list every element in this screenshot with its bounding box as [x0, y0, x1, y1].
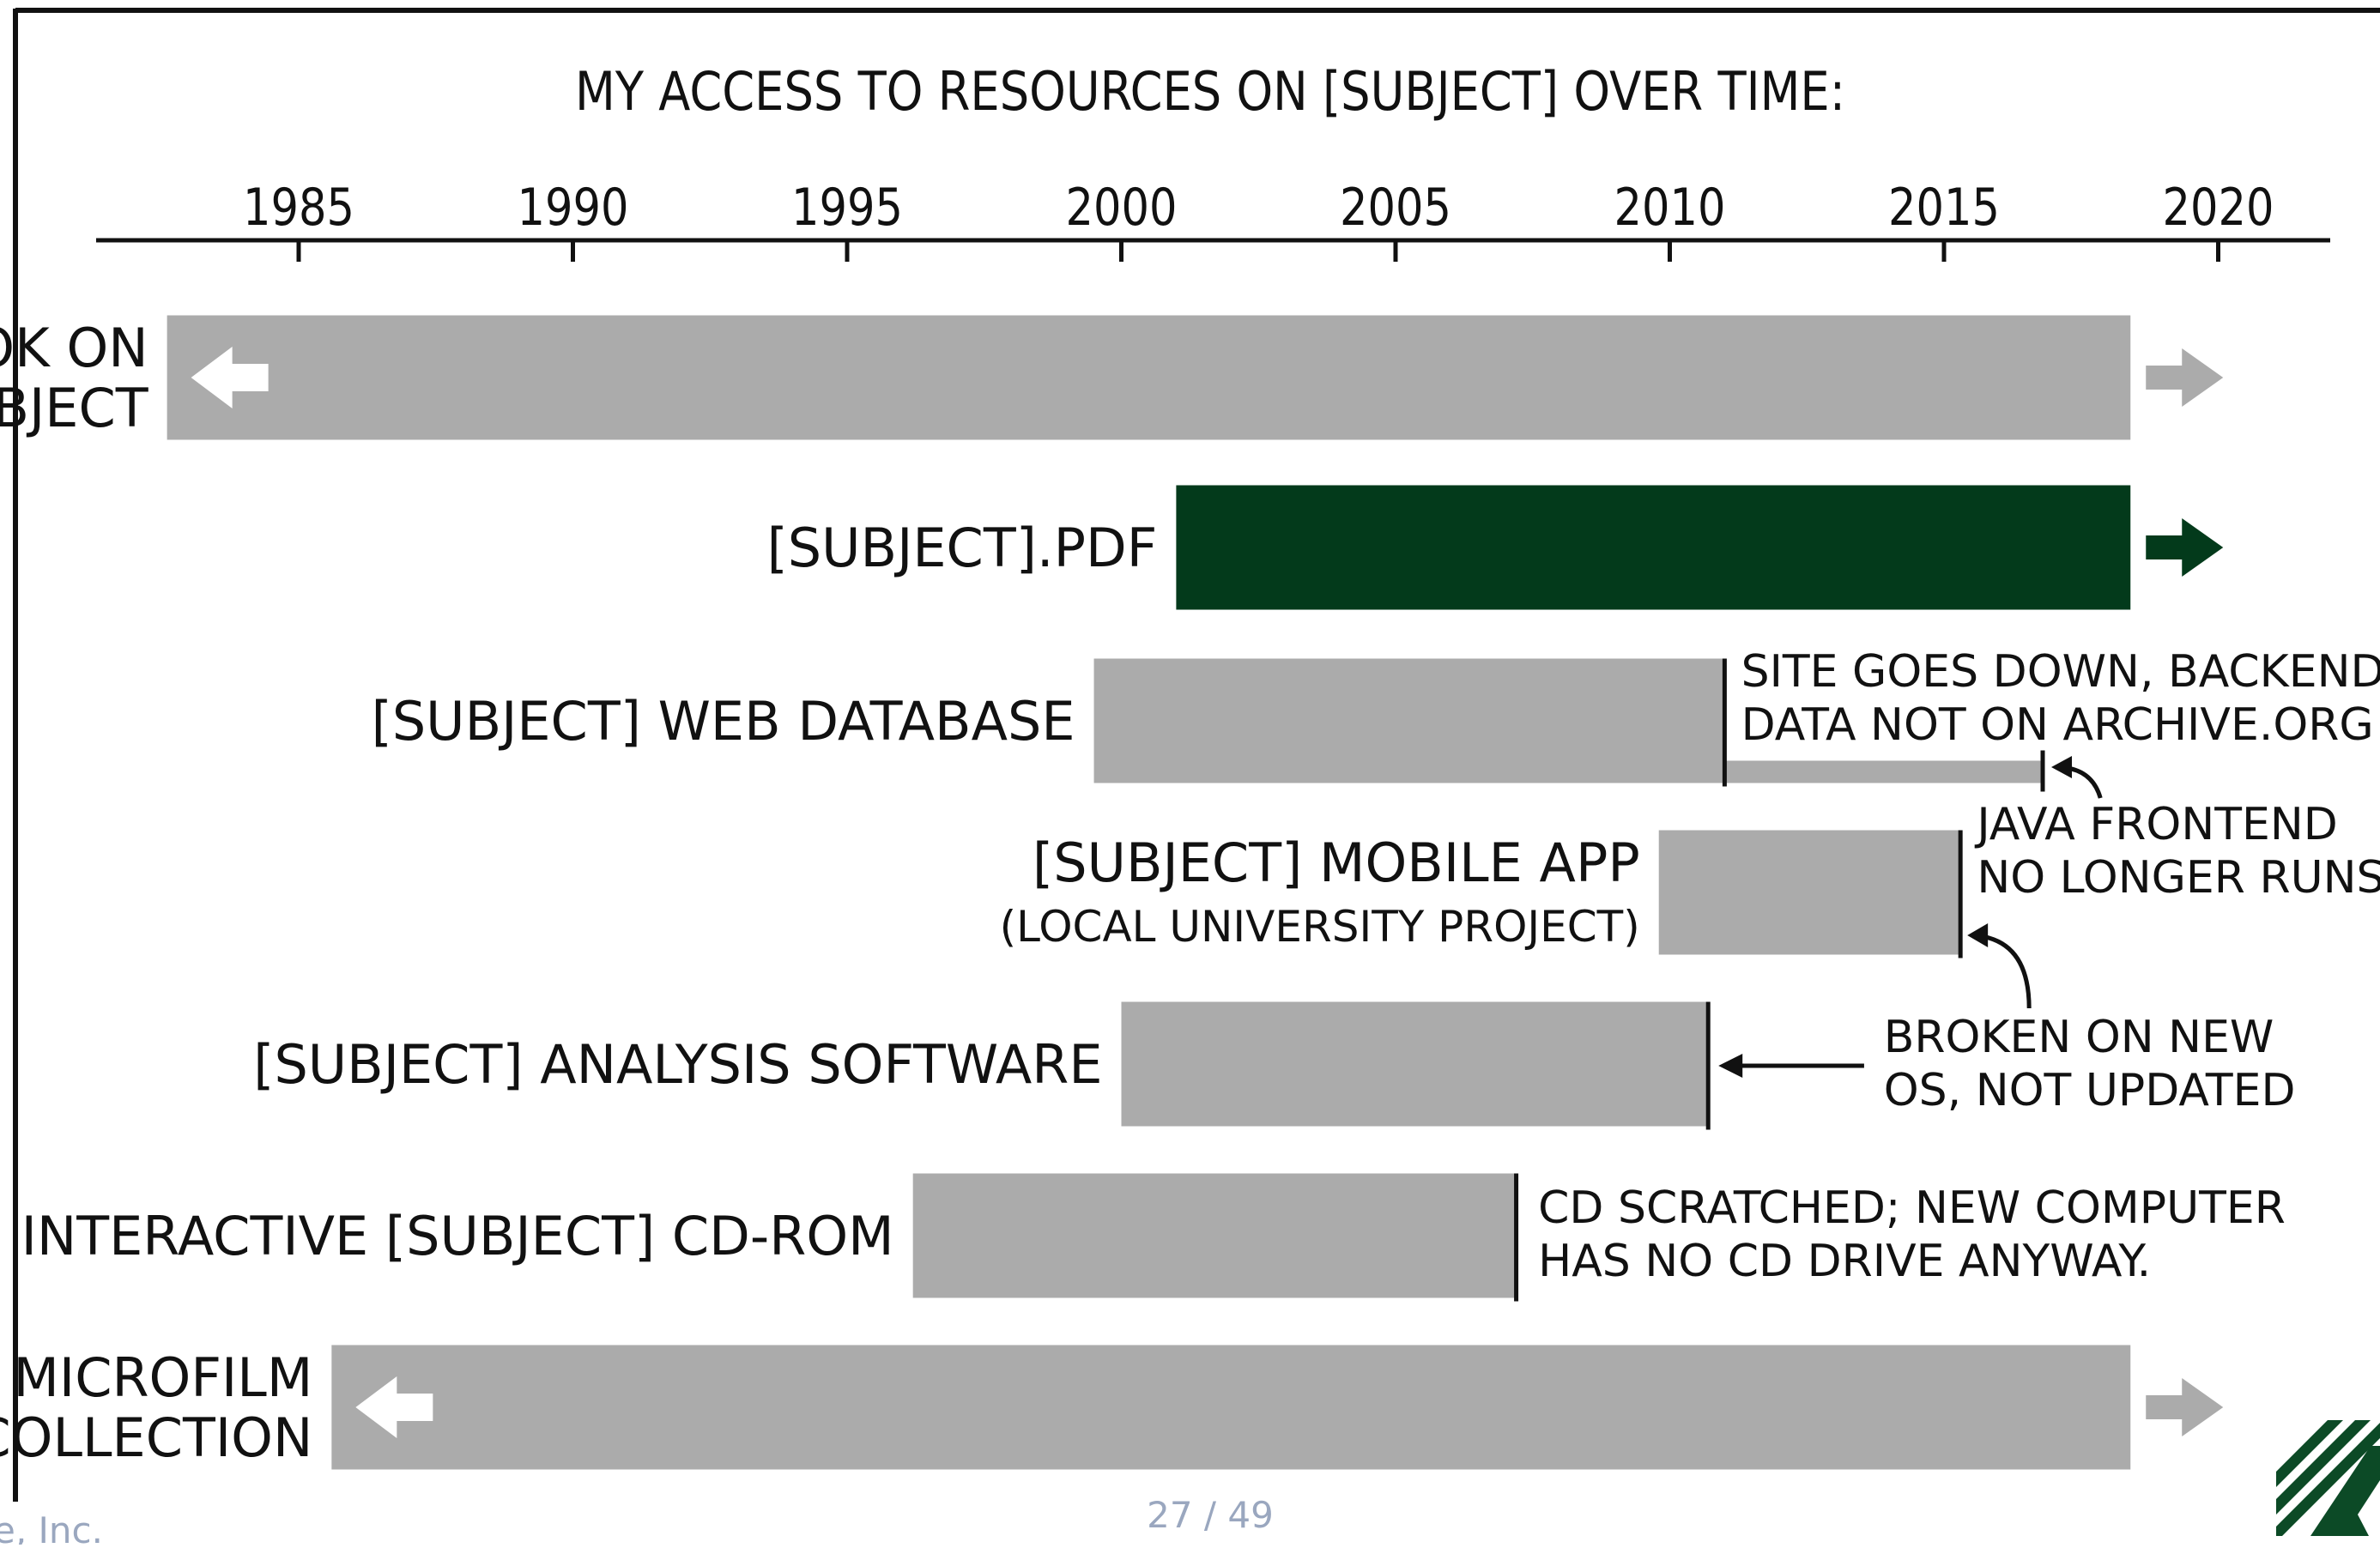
x-axis-ticks: 1985 1990 1995 2000 2005 2010 2015 2020: [243, 178, 2274, 262]
x-tick-label-2015: 2015: [1888, 178, 2000, 238]
annotation-2-line-2: NO LONGER RUNS: [1977, 852, 2380, 904]
x-tick-label-1985: 1985: [243, 178, 354, 238]
row-label-6-line-1: INTERACTIVE [SUBJECT] CD-ROM: [21, 1205, 894, 1267]
bar-row-7-left-arrow: [355, 1376, 433, 1438]
bar-row-2: [1176, 485, 2131, 610]
bar-row-7-right-arrow: [2146, 1378, 2224, 1436]
chart-title: MY ACCESS TO RESOURCES ON [SUBJECT] OVER…: [575, 60, 1845, 123]
bar-row-1: [167, 315, 2131, 440]
row-label-7-line-2: [SUBJECT] COLLECTION: [0, 1406, 312, 1469]
bar-row-1-right-arrow: [2146, 348, 2224, 407]
pointer-java-head: [2051, 756, 2073, 778]
x-tick-label-2005: 2005: [1340, 178, 1451, 238]
annotation-3-line-1: BROKEN ON NEW: [1884, 1012, 2274, 1063]
annotation-2-line-1: JAVA FRONTEND: [1974, 799, 2337, 850]
page-number: 27 / 49: [1147, 1494, 1274, 1536]
annotation-4-line-1: CD SCRATCHED; NEW COMPUTER: [1538, 1182, 2286, 1234]
x-tick-label-2020: 2020: [2163, 178, 2274, 238]
row-label-4-line-1: [SUBJECT] MOBILE APP: [1033, 831, 1640, 894]
bar-row-4: [1658, 830, 1961, 955]
corner-text: e, Inc.: [0, 1509, 103, 1545]
x-tick-label-1990: 1990: [518, 178, 629, 238]
pointer-broken-left-head: [1718, 1054, 1743, 1078]
row-label-3-line-1: [SUBJECT] WEB DATABASE: [372, 690, 1075, 753]
bar-row-1-left-arrow: [191, 347, 269, 408]
row-label-7-line-1: LIBRARY MICROFILM: [0, 1346, 312, 1409]
annotation-4-line-2: HAS NO CD DRIVE ANYWAY.: [1538, 1236, 2151, 1287]
bar-row-6: [912, 1173, 1517, 1298]
annotation-1-line-2: DATA NOT ON ARCHIVE.ORG: [1741, 699, 2374, 751]
x-tick-label-2000: 2000: [1066, 178, 1178, 238]
row-label-2-line-1: [SUBJECT].PDF: [767, 517, 1158, 579]
row-label-4-line-2: (LOCAL UNIVERSITY PROJECT): [1000, 902, 1640, 952]
row-label-5-line-1: [SUBJECT] ANALYSIS SOFTWARE: [253, 1033, 1102, 1096]
bars-layer: [167, 315, 2224, 1470]
x-tick-label-2010: 2010: [1614, 178, 1726, 238]
x-tick-label-1995: 1995: [791, 178, 903, 238]
row-labels: BOOK ONSUBJECT [SUBJECT].PDF [SUBJECT] WEB…: [0, 317, 1640, 1469]
bar-row-5: [1121, 1001, 1709, 1127]
bar-row-3: [1093, 658, 1725, 783]
row-label-1-line-2: SUBJECT: [0, 377, 149, 439]
bar-row-3-thin: [1724, 760, 2044, 783]
logo-icon: [2276, 1420, 2380, 1536]
bar-row-7: [331, 1345, 2131, 1470]
bar-row-2-right-arrow: [2146, 518, 2224, 577]
annotation-1-line-1: SITE GOES DOWN, BACKEND: [1741, 646, 2380, 698]
pointer-broken-up-head: [1967, 923, 1989, 947]
pointer-broken-up: [1973, 933, 2032, 1009]
row-label-1-line-1: BOOK ON: [0, 317, 148, 379]
annotation-3-line-2: OS, NOT UPDATED: [1884, 1065, 2296, 1116]
